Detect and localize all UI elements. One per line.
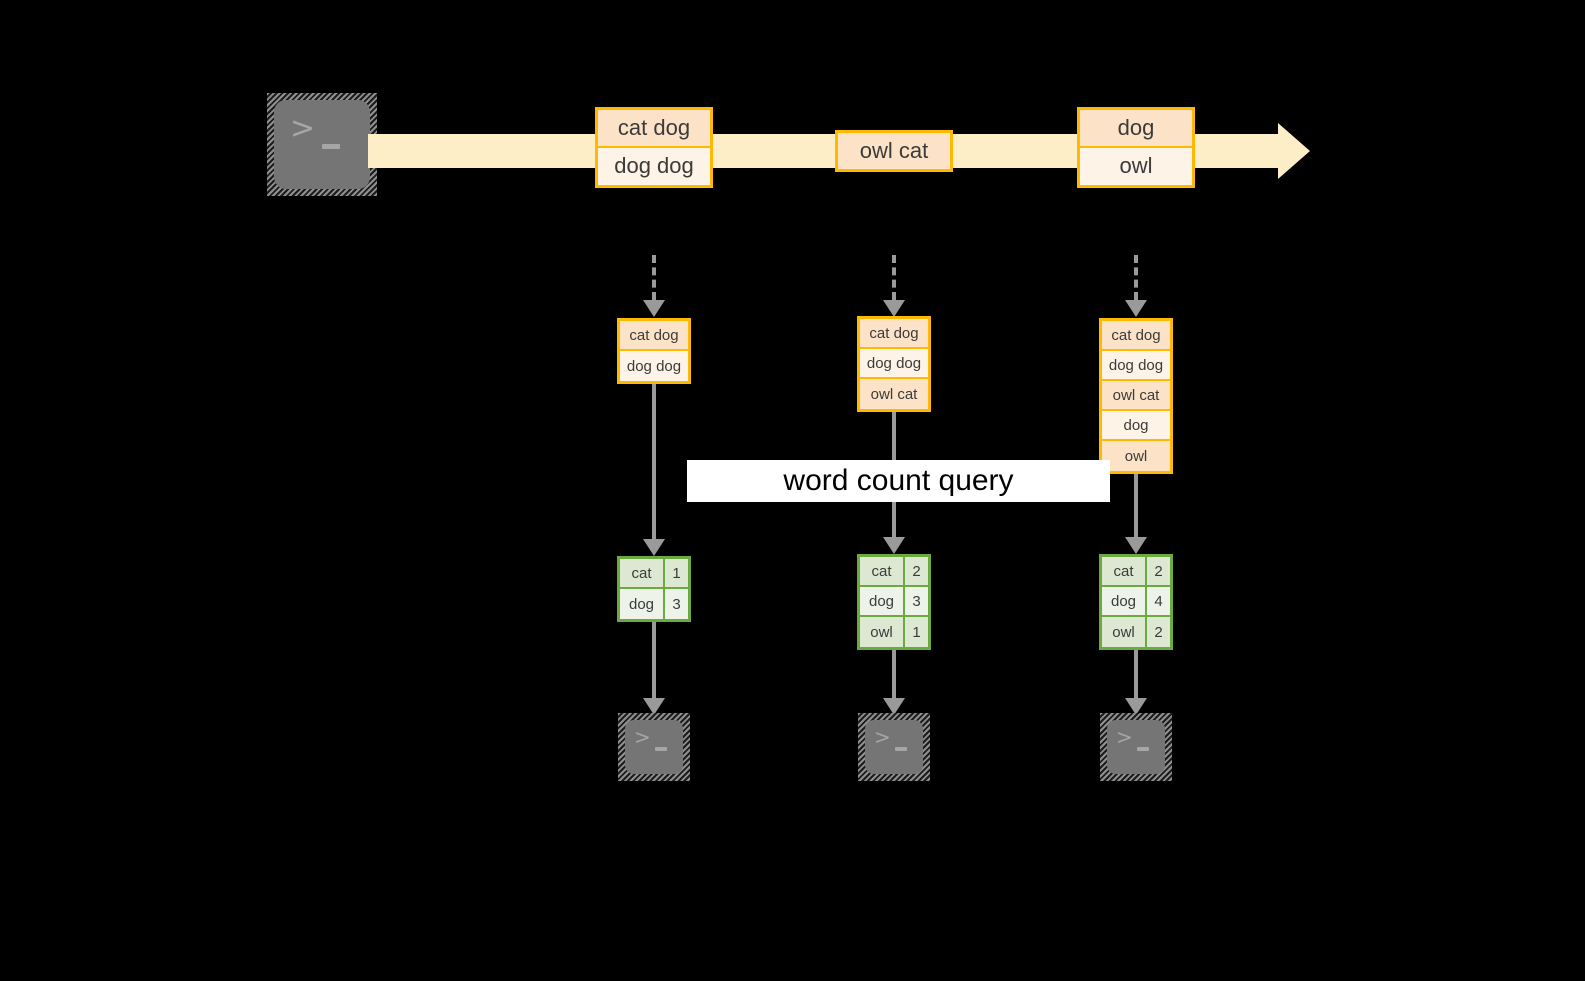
result-row: dog 3 [860,587,928,617]
result-row: owl 2 [1102,617,1170,647]
result-row: cat 1 [620,559,688,589]
result-table-1: cat 1 dog 3 [617,556,691,622]
accumulated-messages-1: cat dog dog dog [617,318,691,384]
consumer-terminal-icon-1: > [618,713,690,781]
result-row: owl 1 [860,617,928,647]
result-count: 1 [905,617,928,647]
result-row: dog 4 [1102,587,1170,617]
result-table-2: cat 2 dog 3 owl 1 [857,554,931,650]
result-word: owl [1102,617,1147,647]
accumulated-message-line: dog dog [620,351,688,381]
result-count: 3 [905,587,928,615]
sink-arrow-3 [1125,650,1147,715]
result-word: cat [620,559,665,587]
result-word: dog [620,589,665,619]
accumulated-message-line: dog dog [1102,351,1170,381]
terminal-cursor-icon [1137,747,1149,751]
stream-message-line: owl cat [838,133,950,169]
terminal-prompt-icon: > [290,111,316,146]
result-word: cat [860,557,905,585]
result-count: 2 [1147,557,1170,585]
stream-message-2: owl cat [835,130,953,172]
result-word: owl [860,617,905,647]
event-stream-arrowhead [1278,123,1310,179]
terminal-prompt-icon: > [1116,725,1133,749]
consumer-terminal-icon-2: > [858,713,930,781]
result-count: 4 [1147,587,1170,615]
result-count: 2 [905,557,928,585]
result-count: 3 [665,589,688,619]
accumulated-message-line: dog [1102,411,1170,441]
terminal-cursor-icon [895,747,907,751]
result-count: 1 [665,559,688,587]
snapshot-arrow-3 [1125,255,1147,317]
result-word: dog [1102,587,1147,615]
accumulated-message-line: cat dog [1102,321,1170,351]
sink-arrow-2 [883,650,905,715]
accumulated-messages-3: cat dog dog dog owl cat dog owl [1099,318,1173,474]
terminal-prompt-icon: > [874,725,891,749]
stream-message-3: dog owl [1077,107,1195,188]
query-label-text: word count query [783,464,1014,497]
result-word: cat [1102,557,1147,585]
consumer-terminal-icon-3: > [1100,713,1172,781]
sink-arrow-1 [643,622,665,715]
accumulated-messages-2: cat dog dog dog owl cat [857,316,931,412]
stream-message-line: dog dog [598,147,710,185]
producer-terminal-icon: > [267,93,377,196]
accumulated-message-line: owl cat [1102,381,1170,411]
terminal-prompt-icon: > [634,725,651,749]
terminal-cursor-icon [655,747,667,751]
query-arrow-3 [1125,474,1147,554]
terminal-cursor-icon [322,144,340,149]
query-label-band: word count query [687,460,1110,502]
stream-message-1: cat dog dog dog [595,107,713,188]
stream-message-line: dog [1080,110,1192,148]
stream-message-line: cat dog [598,110,710,148]
stream-message-line: owl [1080,147,1192,185]
result-row: cat 2 [860,557,928,587]
snapshot-arrow-1 [643,255,665,317]
snapshot-arrow-2 [883,255,905,317]
result-table-3: cat 2 dog 4 owl 2 [1099,554,1173,650]
accumulated-message-line: owl cat [860,379,928,409]
accumulated-message-line: dog dog [860,349,928,379]
result-row: cat 2 [1102,557,1170,587]
result-word: dog [860,587,905,615]
accumulated-message-line: owl [1102,441,1170,471]
query-arrow-1 [643,384,665,556]
result-count: 2 [1147,617,1170,647]
result-row: dog 3 [620,589,688,619]
accumulated-message-line: cat dog [620,321,688,351]
accumulated-message-line: cat dog [860,319,928,349]
